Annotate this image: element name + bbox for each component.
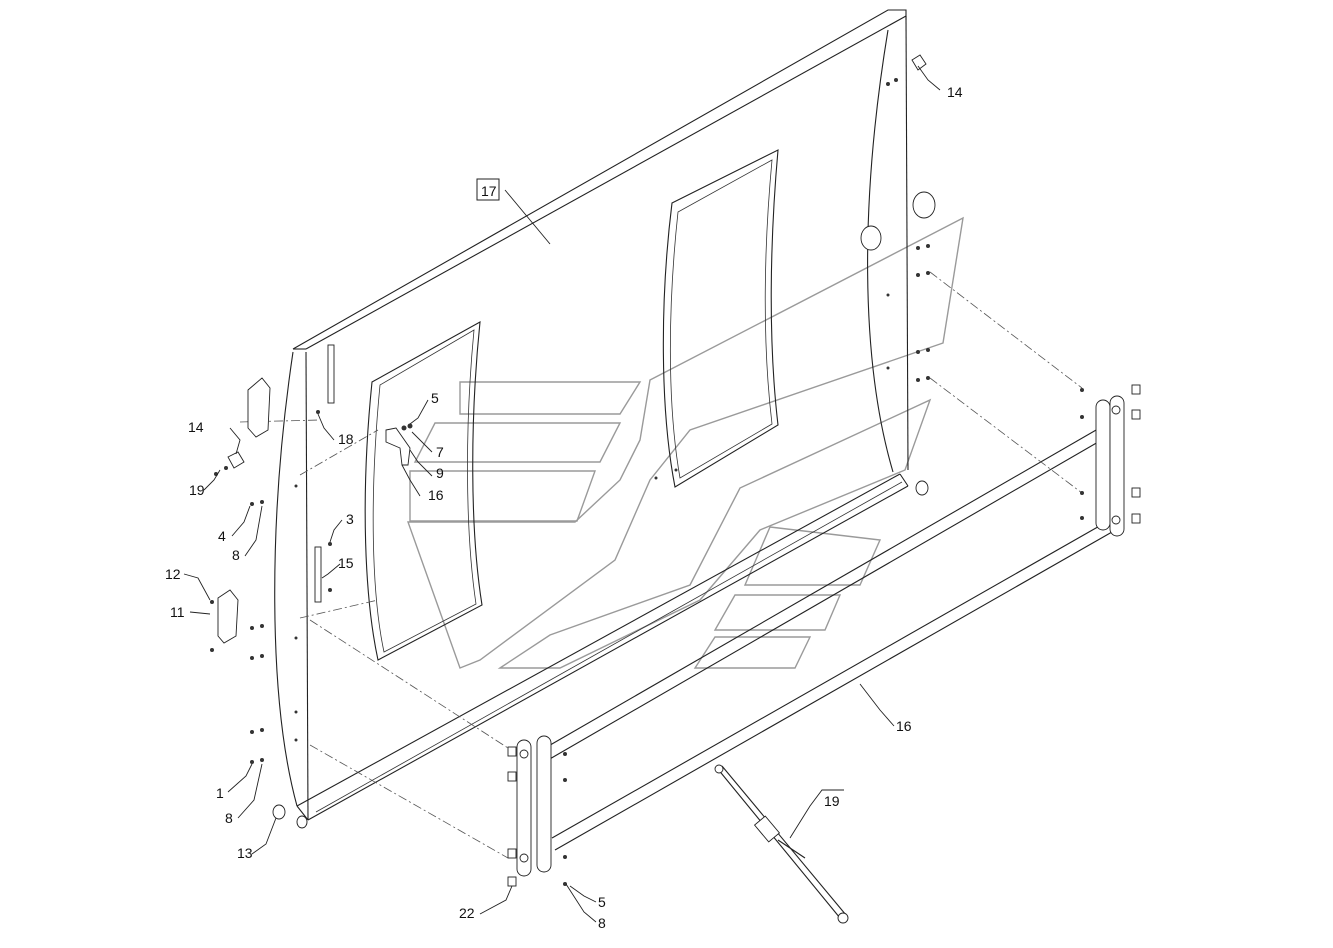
callout-label: 16 [428, 487, 444, 503]
callout-labels: 14 17 14 19 18 5 7 9 16 4 8 3 15 12 11 1… [165, 84, 963, 931]
callout-label: 5 [598, 894, 606, 910]
callout-label: 17 [481, 183, 497, 199]
callout-label: 14 [188, 419, 204, 435]
callout-label: 3 [346, 511, 354, 527]
callout-label: 22 [459, 905, 475, 921]
callout-label: 9 [436, 465, 444, 481]
callout-label: 13 [237, 845, 253, 861]
callout-label: 8 [225, 810, 233, 826]
callout-18-box [476, 178, 500, 201]
callout-label: 15 [338, 555, 354, 571]
callout-label: 7 [436, 444, 444, 460]
callout-label: 11 [170, 604, 185, 620]
callout-label: 1 [216, 785, 224, 801]
strut [714, 764, 849, 924]
callout-label: 14 [947, 84, 963, 100]
watermark-logo [407, 216, 964, 669]
callout-label: 16 [896, 718, 912, 734]
callout-label: 8 [598, 915, 606, 931]
callout-label: 12 [165, 566, 181, 582]
callout-label: 19 [189, 482, 205, 498]
callout-label: 8 [232, 547, 240, 563]
hardware [217, 54, 927, 829]
rear-frame [507, 384, 1141, 887]
main-panel [274, 9, 936, 821]
callout-label: 18 [338, 431, 354, 447]
callout-label: 19 [824, 793, 840, 809]
fasteners [210, 78, 1084, 886]
leader-lines [183, 65, 941, 923]
callout-label: 5 [431, 390, 439, 406]
callout-label: 4 [218, 528, 226, 544]
